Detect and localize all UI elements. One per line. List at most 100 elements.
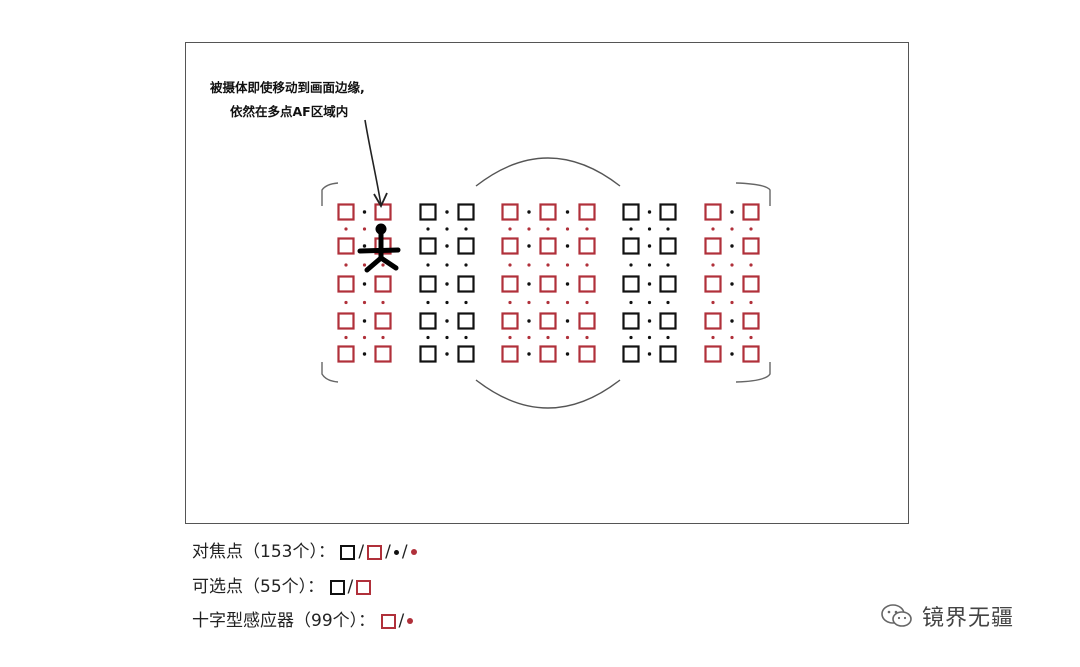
af-dot — [730, 282, 734, 286]
cross-af-point — [742, 237, 760, 255]
red-square-icon — [380, 613, 396, 629]
af-dot — [445, 352, 449, 356]
af-dot — [749, 335, 753, 340]
af-dot — [445, 335, 449, 340]
left-bracket-top — [321, 182, 339, 206]
legend-cross-type: 十字型感应器（99个）： / — [192, 606, 414, 631]
af-dot — [426, 263, 430, 267]
af-points-layer — [337, 203, 760, 363]
cross-af-point — [374, 275, 392, 293]
af-dot — [445, 210, 449, 214]
af-point — [419, 345, 437, 363]
af-dot — [666, 300, 670, 305]
annotation-text: 被摄体即使移动到画面边缘, 依然在多点AF区域内 — [200, 76, 400, 124]
legend-focus-points: 对焦点（153个）： /// — [192, 537, 417, 562]
af-point — [419, 275, 437, 293]
af-dot — [527, 352, 531, 356]
cross-af-point — [742, 312, 760, 330]
af-point — [659, 345, 677, 363]
af-dot — [647, 282, 652, 286]
af-dot — [565, 227, 570, 231]
af-dot — [565, 282, 570, 286]
af-point — [622, 275, 640, 293]
af-dot — [527, 300, 531, 305]
cross-af-point — [704, 275, 722, 293]
af-dot — [381, 263, 385, 267]
af-point — [419, 312, 437, 330]
af-dot — [381, 335, 385, 340]
af-dot — [527, 335, 531, 340]
legend-cross-label: 十字型感应器（99个）： — [192, 611, 376, 631]
af-dot — [362, 263, 367, 267]
af-dot — [527, 319, 531, 323]
legend-selectable-label: 可选点（55个）： — [192, 577, 325, 597]
af-dot — [344, 300, 348, 305]
af-dot — [730, 300, 734, 305]
cross-af-point — [374, 203, 392, 221]
cross-af-point — [704, 237, 722, 255]
viewfinder-frame — [185, 42, 909, 524]
cross-af-point — [742, 203, 760, 221]
af-dot — [464, 300, 468, 305]
af-dot — [629, 300, 633, 305]
cross-af-point — [578, 203, 596, 221]
cross-af-point — [337, 345, 355, 363]
af-dot — [445, 319, 449, 323]
af-dot — [381, 300, 385, 305]
af-dot — [711, 227, 715, 231]
af-dot — [647, 210, 652, 214]
stick-figure-icon — [357, 223, 401, 273]
cross-af-point — [501, 345, 519, 363]
af-dot — [362, 227, 367, 231]
af-dot — [730, 335, 734, 340]
af-dot — [749, 300, 753, 305]
red-dot-icon — [407, 618, 414, 624]
af-point — [419, 203, 437, 221]
cross-af-point — [501, 203, 519, 221]
af-dot — [565, 300, 570, 305]
cross-af-point — [704, 203, 722, 221]
af-dot — [527, 227, 531, 231]
af-dot — [711, 300, 715, 305]
af-dot — [426, 335, 430, 340]
af-dot — [445, 282, 449, 286]
af-dot — [362, 319, 367, 323]
wechat-icon — [880, 602, 914, 636]
af-dot — [585, 300, 589, 305]
af-dot — [546, 227, 550, 231]
af-dot — [464, 263, 468, 267]
red-square-icon — [367, 544, 383, 560]
cross-af-point — [501, 275, 519, 293]
left-bracket-bottom — [321, 362, 339, 383]
af-dot — [527, 210, 531, 214]
cross-af-point — [539, 203, 557, 221]
af-dot — [344, 227, 348, 231]
af-dot — [344, 335, 348, 340]
annotation-arrowhead — [373, 192, 388, 208]
legend-focus-label: 对焦点（153个）： — [192, 542, 335, 562]
af-dot — [730, 227, 734, 231]
red-square-icon — [356, 579, 372, 595]
af-dot — [362, 210, 367, 214]
af-dot — [647, 319, 652, 323]
af-dot — [730, 210, 734, 214]
af-dot — [585, 335, 589, 340]
af-dot — [666, 227, 670, 231]
af-dot — [508, 227, 512, 231]
af-dot — [508, 300, 512, 305]
af-point — [457, 345, 475, 363]
af-point — [622, 345, 640, 363]
af-dot — [546, 263, 550, 267]
cross-af-point — [742, 275, 760, 293]
af-dot — [445, 263, 449, 267]
af-dot — [585, 263, 589, 267]
af-point — [622, 237, 640, 255]
af-dot — [362, 282, 367, 286]
af-dot — [508, 263, 512, 267]
af-dot — [565, 352, 570, 356]
center-arc-bottom — [475, 379, 621, 409]
af-dot — [647, 244, 652, 248]
af-dot — [730, 319, 734, 323]
af-point — [659, 275, 677, 293]
